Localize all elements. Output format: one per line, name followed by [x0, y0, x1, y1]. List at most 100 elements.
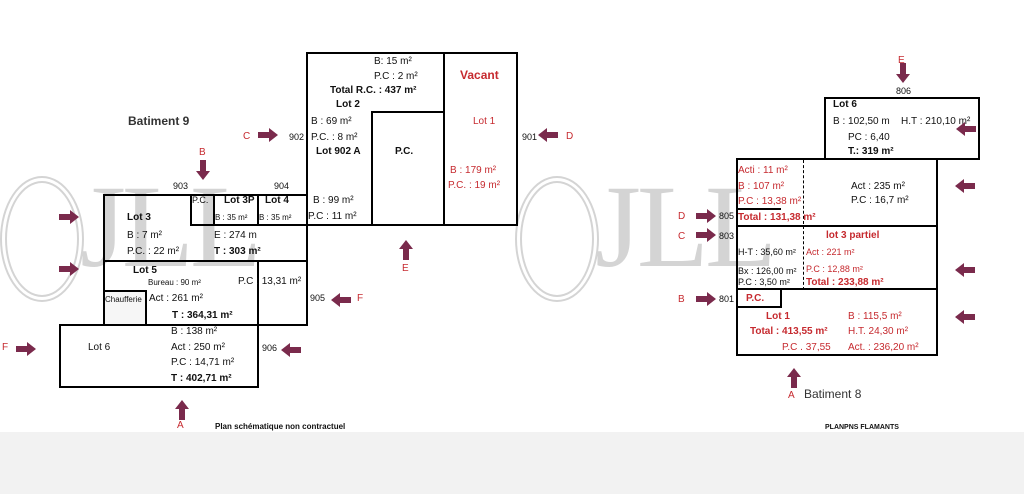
- b8-lot3-total: Total : 233,88 m²: [806, 277, 884, 288]
- entry-b: B: [678, 294, 685, 305]
- building-title: Batiment 9: [128, 114, 190, 128]
- entrance-arrow-icon: [59, 262, 79, 276]
- b8-lot6-label: Lot 6: [833, 99, 857, 110]
- vacant-label: Vacant: [460, 68, 499, 82]
- entry-c: C: [243, 131, 251, 142]
- lot5-pc: P.C : 13,31 m²: [238, 276, 302, 287]
- watermark-logo: [0, 176, 84, 302]
- wall: [257, 260, 259, 326]
- lot3-e: E : 274 m: [214, 230, 257, 241]
- lot2-pc: P.C. : 8 m²: [311, 132, 358, 143]
- entry-d: D: [678, 211, 686, 222]
- lot902a-pc: P.C : 11 m²: [308, 211, 357, 222]
- b8-lot3-ht: H-T : 35,60 m²: [738, 247, 796, 257]
- lot1-pc: P.C. : 19 m²: [448, 180, 501, 191]
- b8-lot3-bx: Bx : 126,00 m²: [738, 266, 797, 276]
- door-901: 901: [522, 132, 538, 142]
- wall: [306, 52, 518, 54]
- lot6-pc: P.C : 14,71 m²: [171, 357, 235, 368]
- door-806: 806: [896, 86, 912, 96]
- door-805: 805: [719, 211, 735, 221]
- b8-lot1-label: Lot 1: [766, 311, 790, 322]
- b8-mid-total: Total : 131,38 m²: [738, 212, 816, 223]
- entrance-arrow-icon: [955, 179, 975, 193]
- entry-a: A: [177, 420, 184, 431]
- chaufferie-room: [103, 290, 147, 326]
- lot3-label: Lot 3: [127, 212, 151, 223]
- entry-b: B: [199, 147, 206, 158]
- lot1-b: B : 179 m²: [450, 165, 497, 176]
- entrance-arrow-icon: [16, 342, 36, 356]
- door-903: 903: [173, 181, 189, 191]
- lot6-t: T : 402,71 m²: [171, 373, 232, 384]
- lot902a-label: Lot 902 A: [316, 146, 361, 157]
- entrance-arrow-icon: [696, 292, 716, 306]
- entry-e: E: [402, 263, 409, 274]
- lot3p-label: Lot 3P: [224, 195, 255, 206]
- pc-center-label: P.C.: [395, 146, 414, 157]
- wall: [190, 194, 192, 225]
- lot2-b-top: B: 15 m²: [374, 56, 412, 67]
- door-906: 906: [262, 343, 278, 353]
- wall: [371, 111, 373, 226]
- entry-d: D: [566, 131, 574, 142]
- wall: [516, 52, 518, 226]
- entrance-arrow-icon: [955, 263, 975, 277]
- disclaimer-note: Plan schématique non contractuel: [215, 422, 346, 431]
- building-title: Batiment 8: [804, 387, 862, 401]
- entrance-arrow-icon: [538, 128, 558, 142]
- lot2-b: B : 69 m²: [311, 116, 352, 127]
- b8-lot3-pc-left: P.C : 3,50 m²: [738, 277, 790, 287]
- door-902: 902: [289, 132, 305, 142]
- b8-mid-act: Act : 235 m²: [851, 181, 905, 192]
- lot6-act: Act : 250 m²: [171, 342, 225, 353]
- watermark-text: JLL: [80, 161, 262, 292]
- door-801: 801: [719, 294, 735, 304]
- lot4-label: Lot 4: [265, 195, 289, 206]
- entry-f: F: [2, 342, 9, 353]
- wall: [257, 194, 259, 225]
- lot3-b: B : 7 m²: [127, 230, 163, 241]
- b8-lot6-pc: PC : 6,40: [848, 132, 890, 143]
- lot2-label: Lot 2: [336, 99, 360, 110]
- entrance-arrow-icon: [258, 128, 278, 142]
- wall: [190, 224, 518, 226]
- b8-lot3-act: Act : 221 m²: [806, 247, 855, 257]
- entrance-arrow-icon: [696, 228, 716, 242]
- entrance-arrow-icon: [955, 310, 975, 324]
- entrance-arrow-icon: [896, 63, 910, 83]
- lot6-label: Lot 6: [88, 342, 111, 353]
- b8-lot1-b: B : 115,5 m²: [848, 311, 902, 322]
- b8-lot3-pc: P.C : 12,88 m²: [806, 264, 863, 274]
- door-803: 803: [719, 231, 735, 241]
- wall: [213, 194, 215, 225]
- lot5-bureau: Bureau : 90 m²: [148, 278, 201, 287]
- pc-small-label: P.C.: [192, 195, 209, 205]
- wall: [443, 52, 445, 226]
- entrance-arrow-icon: [787, 368, 801, 388]
- lot1-label: Lot 1: [473, 116, 496, 127]
- plan-footer-label: PLANPNS FLAMANTS: [825, 424, 899, 431]
- entrance-arrow-icon: [59, 210, 79, 224]
- b8-mid-b: B : 107 m²: [738, 181, 785, 192]
- lot6-room: [59, 324, 259, 388]
- lot902a-b: B : 99 m²: [313, 195, 354, 206]
- lot6-b: B : 138 m²: [171, 326, 218, 337]
- b8-lot1-total: Total : 413,55 m²: [750, 326, 828, 337]
- entrance-arrow-icon: [331, 293, 351, 307]
- wall: [306, 52, 308, 326]
- lot5-t: T : 364,31 m²: [172, 310, 233, 321]
- lot2-pc-top: P.C : 2 m²: [374, 71, 418, 82]
- lot3p-b: B : 35 m²: [215, 213, 248, 222]
- b8-lot6-t: T.: 319 m²: [848, 146, 894, 157]
- b8-pc-box: [736, 288, 782, 308]
- b8-mid-acti: Acti : 11 m²: [738, 165, 788, 176]
- b8-lot1-pc-box: P.C.: [746, 293, 765, 304]
- door-905: 905: [310, 293, 326, 303]
- entry-e: E: [898, 55, 905, 66]
- b8-lot6-b: B : 102,50 m: [833, 116, 890, 127]
- chaufferie-label: Chaufferie: [105, 295, 142, 304]
- entry-a: A: [788, 390, 795, 401]
- lot3-pc: P.C. : 22 m²: [127, 246, 180, 257]
